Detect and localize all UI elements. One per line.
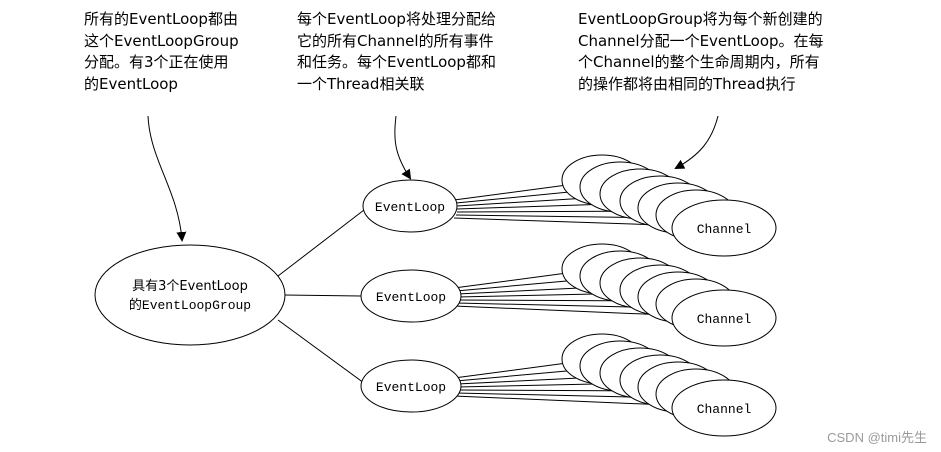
channel-stack-2 bbox=[561, 243, 777, 347]
channel-label-2: Channel bbox=[697, 312, 752, 327]
annotation-channel-assignment: EventLoopGroup将为每个新创建的 Channel分配一个EventL… bbox=[578, 10, 824, 93]
channel-ellipse-front bbox=[671, 379, 777, 437]
channel-ellipse-front bbox=[671, 289, 777, 347]
eventloop-cluster-3: Channel EventLoop bbox=[360, 333, 777, 437]
annotation-arrow-right bbox=[674, 115, 719, 169]
eventloop-label-3: EventLoop bbox=[376, 380, 446, 395]
annotation-arrow-left bbox=[147, 115, 187, 242]
eventloop-cluster-2: Channel EventLoop bbox=[360, 243, 777, 347]
channel-label-3: Channel bbox=[697, 402, 752, 417]
annotation-eventloop: 每个EventLoop将处理分配给 它的所有Channel的所有事件 和任务。每… bbox=[297, 10, 496, 93]
eventloopgroup-label-line2: 的EventLoopGroup bbox=[129, 297, 251, 313]
eventloopgroup-node: 具有3个EventLoop 的EventLoopGroup bbox=[94, 244, 286, 346]
group-connector-1 bbox=[277, 209, 365, 277]
watermark: CSDN @timi先生 bbox=[827, 430, 927, 445]
eventloop-label-2: EventLoop bbox=[376, 290, 446, 305]
channel-label-1: Channel bbox=[697, 222, 752, 237]
eventloop-label-1: EventLoop bbox=[375, 200, 445, 215]
annotation-eventloopgroup: 所有的EventLoop都由 这个EventLoopGroup 分配。有3个正在… bbox=[84, 10, 239, 93]
channel-ellipse-front bbox=[671, 199, 777, 257]
annotation-arrow-middle bbox=[394, 115, 412, 180]
group-connector-2 bbox=[283, 294, 362, 297]
eventloop-cluster-1: Channel EventLoop bbox=[362, 154, 777, 257]
channel-stack-3 bbox=[561, 333, 777, 437]
eventloopgroup-label-line1: 具有3个EventLoop bbox=[132, 279, 248, 294]
group-connector-3 bbox=[277, 319, 365, 384]
channel-stack-1 bbox=[561, 154, 777, 257]
